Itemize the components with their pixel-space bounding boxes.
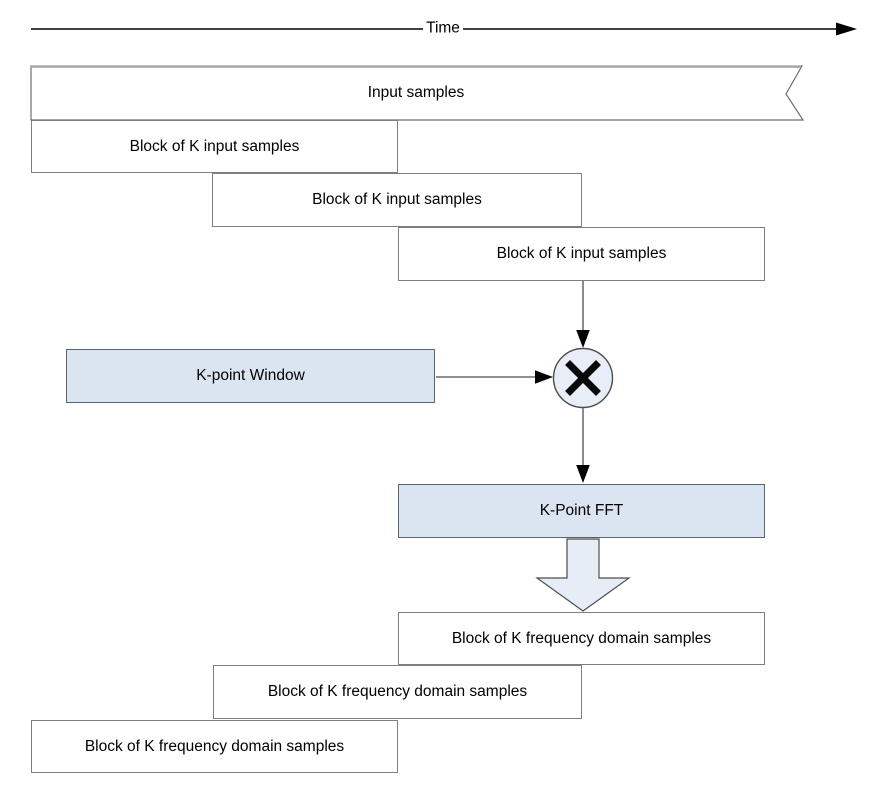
arrow-block3-to-multiply [576,281,590,348]
input-samples-label: Input samples [367,84,465,101]
frequency-block-1: Block of K frequency domain samples [398,612,765,665]
frequency-block-3: Block of K frequency domain samples [31,720,398,773]
input-block-3: Block of K input samples [398,227,765,281]
input-block-2-label: Block of K input samples [312,191,482,209]
k-point-window-label: K-point Window [196,367,305,385]
arrow-window-to-multiply [436,370,553,384]
input-block-1-label: Block of K input samples [129,137,300,155]
k-point-window-box: K-point Window [66,349,435,403]
down-arrowhead-icon [576,465,590,483]
k-point-fft-label: K-Point FFT [539,502,624,520]
fft-output-block-arrow-icon [535,538,631,612]
frequency-block-2: Block of K frequency domain samples [213,665,582,719]
right-arrowhead-icon [535,370,553,384]
k-point-fft-box: K-Point FFT [398,484,765,538]
input-block-1: Block of K input samples [31,120,398,173]
frequency-block-1-label: Block of K frequency domain samples [451,629,712,647]
arrow-multiply-to-fft [576,408,590,483]
down-arrowhead-icon [576,330,590,348]
frequency-block-2-label: Block of K frequency domain samples [267,683,528,701]
time-axis-label: Time [423,19,463,38]
frequency-block-3-label: Block of K frequency domain samples [84,737,345,755]
input-block-2: Block of K input samples [212,173,582,227]
input-block-3-label: Block of K input samples [496,245,667,263]
multiply-node [552,347,614,409]
input-samples-shape [30,65,805,121]
time-arrowhead-icon [836,22,857,36]
multiply-icon [565,360,601,396]
